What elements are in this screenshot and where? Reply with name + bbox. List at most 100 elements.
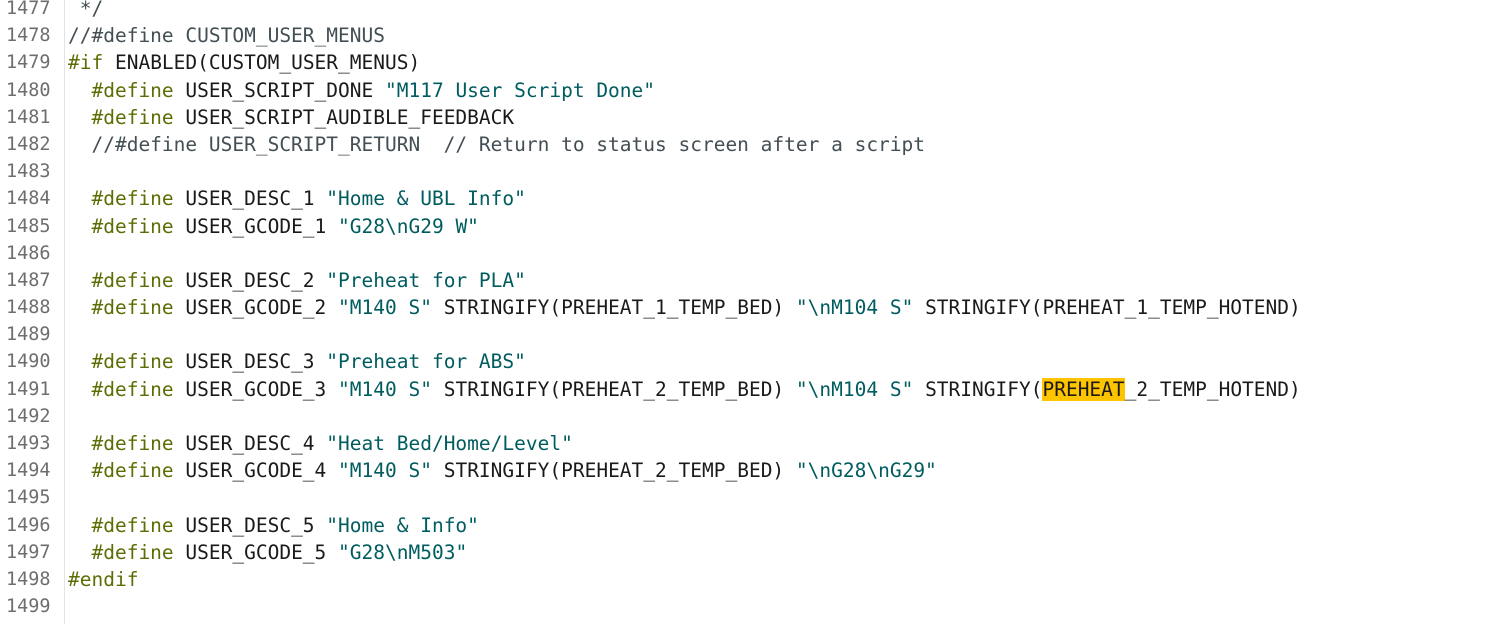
- string-token: "\nG28\nG29": [795, 459, 937, 483]
- identifier-token: USER_SCRIPT_AUDIBLE_FEEDBACK: [173, 105, 515, 129]
- line-number: 1484: [6, 188, 51, 210]
- string-token: "M140 S": [338, 377, 432, 401]
- line-number: 1480: [6, 79, 51, 101]
- keyword-token: #define: [68, 432, 174, 455]
- comment-token: //#define USER_SCRIPT_RETURN // Return t…: [68, 132, 926, 156]
- keyword-token: #define: [68, 214, 174, 238]
- keyword-token: #define: [68, 377, 174, 401]
- line-text: #define USER_GCODE_3 "M140 S" STRINGIFY(…: [68, 376, 1301, 403]
- line-text: #define USER_SCRIPT_AUDIBLE_FEEDBACK: [68, 104, 514, 131]
- string-token: "Preheat for PLA": [326, 268, 526, 292]
- line-number: 1487: [6, 269, 51, 291]
- identifier-token: ENABLED(CUSTOM_USER_MENUS): [103, 51, 421, 75]
- line-number: 1497: [6, 541, 51, 563]
- keyword-token: #define: [68, 540, 174, 564]
- code-line[interactable]: 1487 #define USER_DESC_2 "Preheat for PL…: [0, 267, 1500, 294]
- line-number: 1491: [6, 378, 51, 400]
- line-number: 1482: [6, 133, 51, 155]
- code-line[interactable]: 1479 #if ENABLED(CUSTOM_USER_MENUS): [0, 49, 1500, 76]
- comment-token: //#define CUSTOM_USER_MENUS: [68, 24, 385, 48]
- code-line[interactable]: 1482 //#define USER_SCRIPT_RETURN // Ret…: [0, 131, 1500, 158]
- code-line[interactable]: 1490 #define USER_DESC_3 "Preheat for AB…: [0, 348, 1500, 375]
- keyword-token: #define: [68, 459, 174, 483]
- line-number: 1485: [6, 215, 51, 237]
- line-text: #define USER_GCODE_4 "M140 S" STRINGIFY(…: [68, 457, 937, 484]
- code-line[interactable]: 1483: [0, 158, 1500, 185]
- code-line[interactable]: 1489: [0, 321, 1500, 348]
- line-number: 1481: [6, 106, 51, 128]
- line-number: 1493: [6, 433, 51, 454]
- identifier-token: USER_DESC_4: [173, 432, 327, 455]
- line-text: #define USER_SCRIPT_DONE "M117 User Scri…: [68, 77, 655, 104]
- code-line[interactable]: 1480 #define USER_SCRIPT_DONE "M117 User…: [0, 77, 1500, 104]
- code-line[interactable]: 1498#endif: [0, 566, 1500, 593]
- string-token: "M140 S": [338, 459, 432, 483]
- keyword-token: #endif: [68, 567, 139, 591]
- code-line[interactable]: 1481 #define USER_SCRIPT_AUDIBLE_FEEDBAC…: [0, 104, 1500, 131]
- string-token: "Home & UBL Info": [326, 187, 526, 211]
- code-line[interactable]: 1499: [0, 593, 1500, 620]
- line-number: 1490: [6, 351, 51, 373]
- keyword-token: #define: [68, 513, 174, 537]
- string-token: "Heat Bed/Home/Level": [326, 432, 573, 455]
- string-token: "M117 User Script Done": [385, 78, 656, 102]
- code-line[interactable]: 1495: [0, 484, 1500, 511]
- code-line[interactable]: 1486: [0, 240, 1500, 267]
- identifier-token: USER_DESC_2: [173, 268, 327, 292]
- line-number: 1478: [6, 25, 51, 47]
- code-line[interactable]: 1478 //#define CUSTOM_USER_MENUS: [0, 22, 1500, 49]
- code-line[interactable]: 1488 #define USER_GCODE_2 "M140 S" STRIN…: [0, 294, 1500, 321]
- comment-token: */: [68, 0, 104, 20]
- line-text: #define USER_GCODE_5 "G28\nM503": [68, 539, 467, 566]
- identifier-token: USER_SCRIPT_DONE: [173, 78, 385, 102]
- line-number: 1495: [6, 487, 51, 509]
- string-token: "\nM104 S": [795, 377, 914, 401]
- keyword-token: #define: [68, 105, 174, 129]
- code-line[interactable]: 1492: [0, 403, 1500, 430]
- string-token: "G28\nM503": [338, 540, 468, 564]
- search-highlight: PREHEAT: [1042, 377, 1125, 401]
- identifier-token: STRINGIFY(PREHEAT_2_TEMP_BED): [431, 459, 796, 483]
- line-number: 1499: [6, 596, 51, 618]
- line-text: //#define USER_SCRIPT_RETURN // Return t…: [68, 131, 925, 158]
- code-line[interactable]: 1496 #define USER_DESC_5 "Home & Info": [0, 512, 1500, 539]
- line-text: #define USER_DESC_3 "Preheat for ABS": [68, 348, 526, 375]
- line-text: #endif: [68, 566, 138, 593]
- string-token: "G28\nG29 W": [338, 214, 479, 238]
- string-token: "Preheat for ABS": [326, 350, 526, 374]
- code-line[interactable]: 1494 #define USER_GCODE_4 "M140 S" STRIN…: [0, 457, 1500, 484]
- line-number-gutter: [0, 0, 65, 624]
- keyword-token: #define: [68, 268, 174, 292]
- line-text: #define USER_DESC_1 "Home & UBL Info": [68, 185, 526, 212]
- line-number: 1477: [6, 0, 51, 19]
- identifier-token: STRINGIFY(PREHEAT_1_TEMP_BED): [431, 296, 796, 320]
- string-token: "Home & Info": [326, 513, 479, 537]
- line-number: 1488: [6, 297, 51, 319]
- identifier-token: STRINGIFY(PREHEAT_1_TEMP_HOTEND): [913, 296, 1301, 320]
- identifier-token: USER_GCODE_4: [173, 459, 339, 483]
- line-text: #define USER_GCODE_1 "G28\nG29 W": [68, 213, 479, 240]
- identifier-token: USER_DESC_3: [173, 350, 327, 374]
- code-line[interactable]: 1485 #define USER_GCODE_1 "G28\nG29 W": [0, 213, 1500, 240]
- keyword-token: #if: [68, 51, 104, 75]
- identifier-token: USER_DESC_5: [173, 513, 327, 537]
- identifier-token: USER_DESC_1: [173, 187, 327, 211]
- code-line[interactable]: 1497 #define USER_GCODE_5 "G28\nM503": [0, 539, 1500, 566]
- line-text: */: [68, 0, 104, 22]
- code-line[interactable]: 1484 #define USER_DESC_1 "Home & UBL Inf…: [0, 185, 1500, 212]
- string-token: "M140 S": [338, 296, 432, 320]
- keyword-token: #define: [68, 296, 174, 320]
- keyword-token: #define: [68, 350, 174, 374]
- string-token: "\nM104 S": [795, 296, 914, 320]
- line-number: 1494: [6, 460, 51, 482]
- code-line[interactable]: 1477 */: [0, 0, 1500, 22]
- identifier-token: USER_GCODE_3: [173, 377, 339, 401]
- line-number: 1479: [6, 52, 51, 74]
- code-line[interactable]: 1491 #define USER_GCODE_3 "M140 S" STRIN…: [0, 376, 1500, 403]
- identifier-token: USER_GCODE_2: [173, 296, 339, 320]
- code-line[interactable]: 1493 #define USER_DESC_4 "Heat Bed/Home/…: [0, 430, 1500, 457]
- line-text: //#define CUSTOM_USER_MENUS: [68, 22, 385, 49]
- line-text: #define USER_DESC_4 "Heat Bed/Home/Level…: [68, 430, 573, 457]
